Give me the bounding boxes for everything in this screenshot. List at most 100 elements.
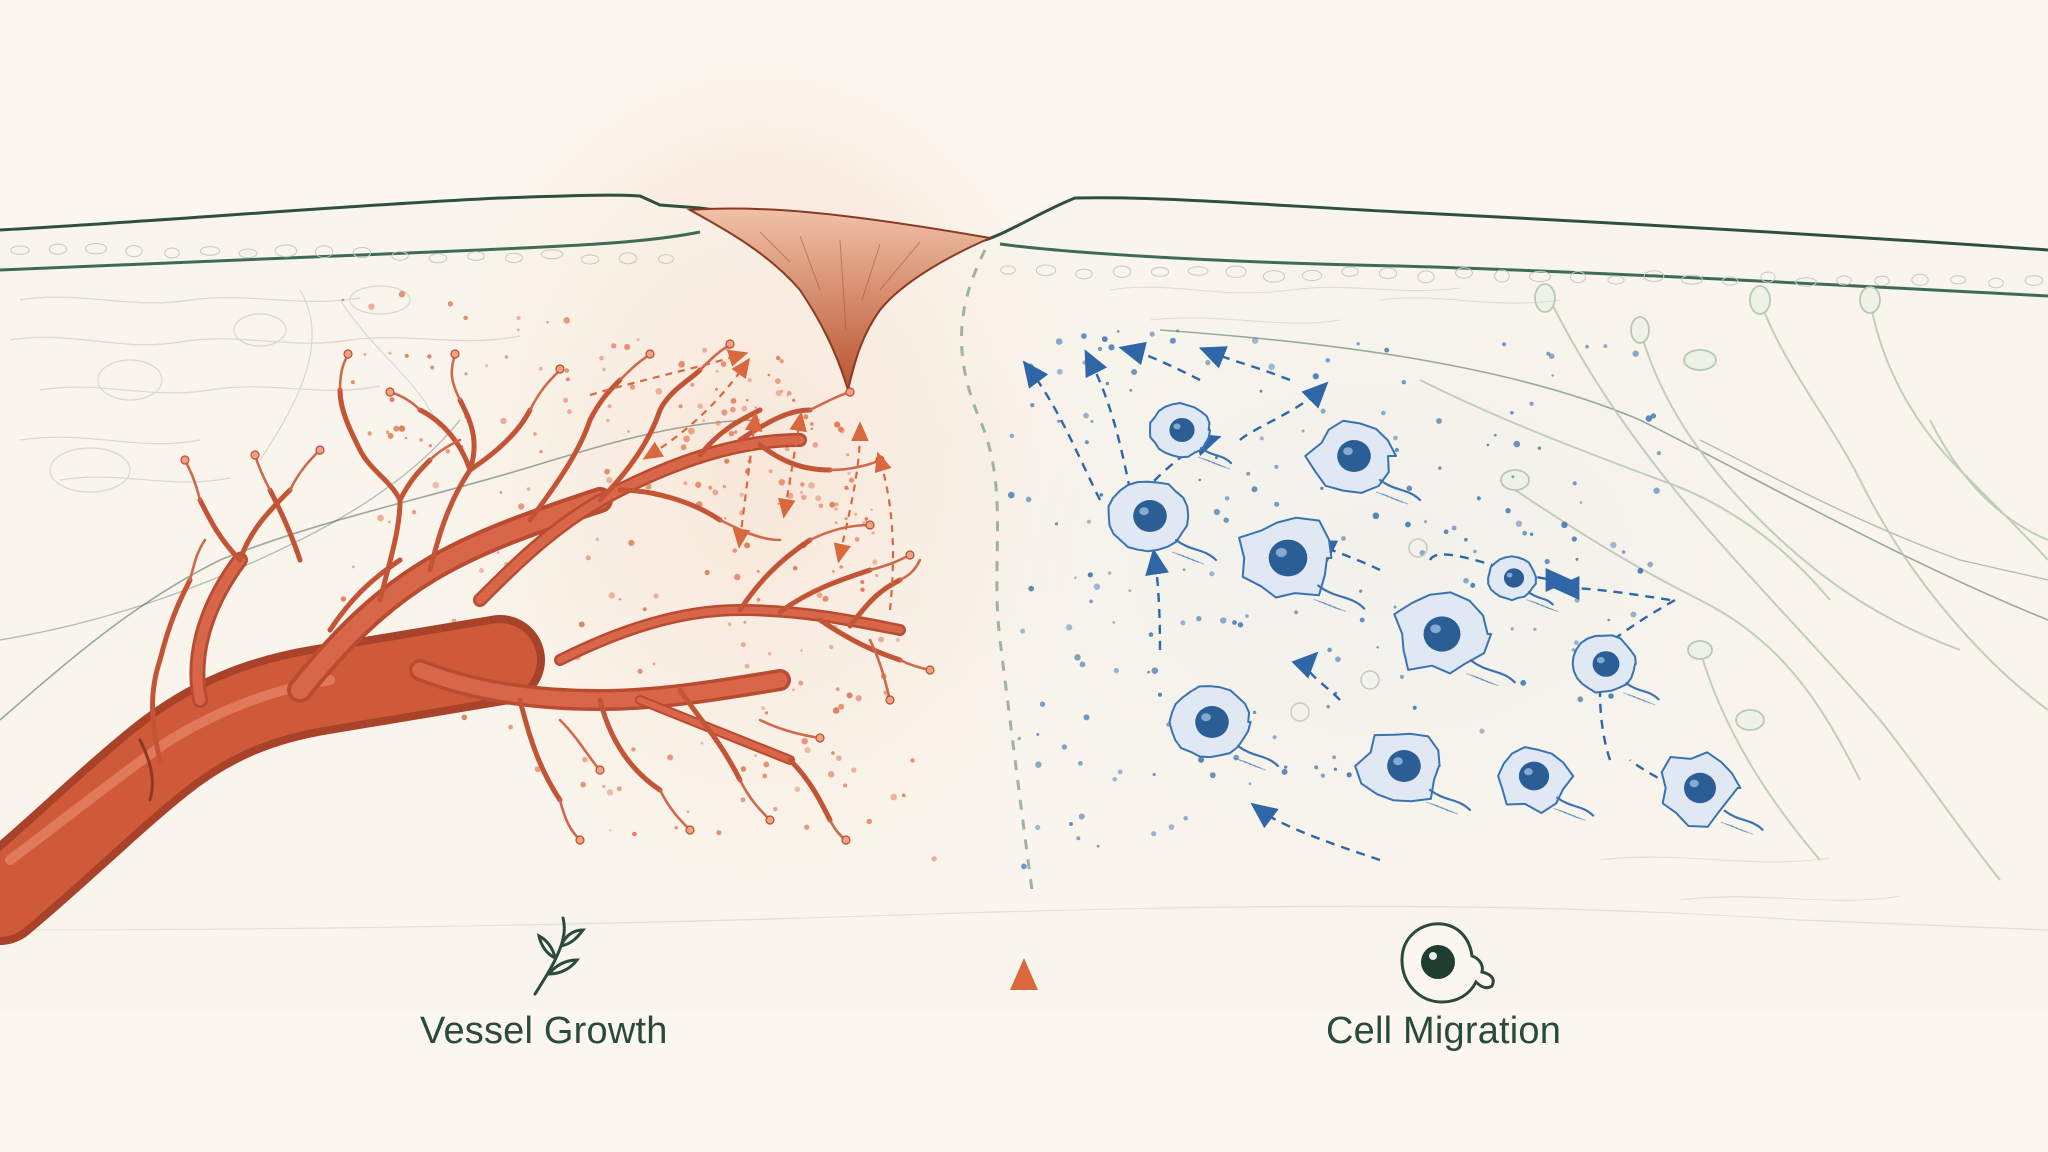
signal-dot xyxy=(516,328,520,332)
signal-dot xyxy=(871,531,875,535)
signal-dot xyxy=(563,397,569,403)
chemotaxis-dot xyxy=(1035,761,1042,768)
chemotaxis-dot xyxy=(1647,561,1654,568)
signal-dot xyxy=(604,468,610,475)
signal-dot xyxy=(834,521,838,525)
signal-dot xyxy=(704,569,710,576)
cell-nucleus xyxy=(1423,616,1461,652)
epidermis-cell xyxy=(428,253,448,264)
signal-dot xyxy=(829,644,834,650)
epidermis-cell xyxy=(1643,270,1665,283)
chemotaxis-dot xyxy=(1101,336,1108,342)
signal-dot xyxy=(834,507,838,511)
chemotaxis-dot xyxy=(1346,772,1352,778)
chemotaxis-dot xyxy=(1579,501,1583,504)
epidermis-cell xyxy=(1035,264,1057,277)
signal-dot xyxy=(743,620,747,624)
migrating-cell xyxy=(1393,591,1516,687)
epidermis-cell xyxy=(164,247,180,259)
migrating-cell xyxy=(1168,685,1280,771)
chemotaxis-dot xyxy=(1653,487,1660,494)
epidermis-cell xyxy=(1529,270,1551,283)
signal-dot xyxy=(836,755,842,761)
signal-dot xyxy=(800,649,803,652)
epidermis-cell xyxy=(199,246,221,256)
chemotaxis-dot xyxy=(1017,736,1022,741)
epidermis-cell xyxy=(1681,274,1703,285)
signal-dot xyxy=(890,793,897,801)
signal-dot xyxy=(854,512,858,516)
signal-dot xyxy=(616,786,622,792)
signal-dot xyxy=(695,481,702,488)
chemotaxis-dot xyxy=(1577,696,1584,703)
chemotaxis-dot xyxy=(1214,456,1218,460)
chemotaxis-dot xyxy=(1376,646,1379,649)
vessel-growth-label: Vessel Growth xyxy=(420,1010,668,1052)
signal-dot xyxy=(740,797,746,803)
signal-dot xyxy=(599,355,604,361)
signal-dot xyxy=(585,555,591,561)
chemotaxis-dot xyxy=(1131,369,1138,375)
chemotaxis-dot xyxy=(1160,565,1165,571)
epidermis-cell xyxy=(1341,266,1359,277)
signal-dot xyxy=(340,596,347,602)
chemotaxis-dot xyxy=(1086,519,1091,524)
signal-dot xyxy=(878,636,885,643)
chemotaxis-dot xyxy=(1463,577,1469,584)
epidermis-cell xyxy=(1075,268,1093,280)
chemotaxis-dot xyxy=(1116,330,1120,333)
epidermis-cell xyxy=(505,252,523,264)
signal-dot xyxy=(816,592,823,599)
chemotaxis-dot xyxy=(1513,440,1521,448)
signal-dot xyxy=(756,597,761,602)
up-triangle-icon xyxy=(1010,958,1038,990)
motion-hatch xyxy=(1486,681,1499,687)
chemotaxis-dot xyxy=(1511,475,1515,479)
signal-dot xyxy=(844,517,848,521)
chemotaxis-dot xyxy=(1412,705,1417,710)
signal-dot xyxy=(761,706,765,710)
migrating-cell xyxy=(1660,751,1764,835)
chemotaxis-dot xyxy=(1217,435,1221,439)
signal-dot xyxy=(404,436,408,440)
epidermis-cell xyxy=(618,252,638,265)
chemotaxis-dot xyxy=(1108,344,1115,351)
chemotaxis-dot xyxy=(1152,772,1156,777)
migrating-cell xyxy=(1304,419,1422,505)
migrating-cell xyxy=(1487,555,1559,613)
epidermis-cell xyxy=(1911,273,1929,286)
chemotaxis-dot xyxy=(1438,466,1442,470)
signal-dot xyxy=(744,663,750,669)
signal-dot xyxy=(804,747,811,754)
chemotaxis-dot xyxy=(1656,451,1661,456)
signal-dot xyxy=(843,783,848,788)
signal-dot xyxy=(351,565,355,569)
chemotaxis-dot xyxy=(1009,433,1015,439)
signal-dot xyxy=(727,622,732,627)
signal-dot xyxy=(721,409,728,416)
chemotaxis-dot xyxy=(1394,447,1399,453)
epidermis-cell xyxy=(1795,277,1817,287)
chemotaxis-dot xyxy=(1081,333,1087,339)
chemotaxis-dot xyxy=(1183,816,1188,821)
signal-dot xyxy=(744,542,751,549)
epidermis-cell xyxy=(1225,265,1247,278)
signal-dot xyxy=(464,372,468,376)
motion-hatch xyxy=(1217,464,1231,470)
chemotaxis-dot xyxy=(1246,471,1251,476)
chemotaxis-dot xyxy=(1112,621,1116,624)
epidermis-cell xyxy=(1112,265,1132,278)
epidermis-cell xyxy=(1494,269,1510,283)
chemotaxis-dot xyxy=(1025,496,1032,503)
signal-dot xyxy=(810,427,814,431)
chemotaxis-dot xyxy=(1372,512,1380,520)
signal-dot xyxy=(855,695,862,702)
signal-dot xyxy=(800,482,805,487)
epidermis-cell xyxy=(1378,267,1398,280)
signal-dot xyxy=(606,789,614,796)
signal-dot xyxy=(367,431,372,436)
chemotaxis-dot xyxy=(1621,550,1626,554)
epidermis-cell xyxy=(1607,275,1625,285)
signal-dot xyxy=(702,419,706,423)
signal-dot xyxy=(678,404,683,409)
